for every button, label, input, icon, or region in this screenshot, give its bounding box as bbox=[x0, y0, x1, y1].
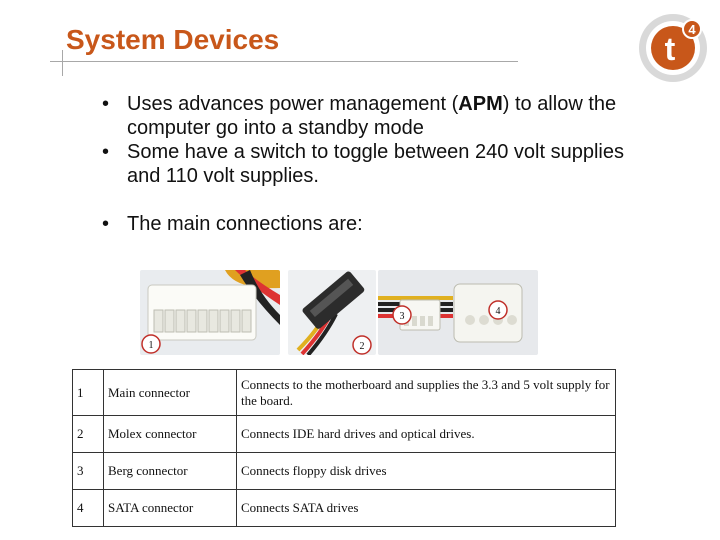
marker-1: 1 bbox=[149, 340, 154, 351]
sata-connector-photo: 2 bbox=[288, 270, 376, 355]
row-number: 1 bbox=[72, 369, 104, 416]
bullet-apm: •Uses advances power management (APM) to… bbox=[102, 93, 617, 139]
bullet-main-connections: •The main connections are: bbox=[102, 213, 363, 235]
marker-3: 3 bbox=[400, 311, 405, 322]
logo-letter: t bbox=[665, 31, 676, 67]
marker-2: 2 bbox=[360, 341, 365, 352]
row-number: 4 bbox=[72, 489, 104, 527]
title-underline bbox=[62, 61, 518, 62]
connector-name: Main connector bbox=[103, 369, 237, 416]
berg-molex-connector-photo: 3 4 bbox=[378, 270, 538, 355]
title-cross-vertical bbox=[62, 50, 63, 76]
connector-description: Connects floppy disk drives bbox=[236, 452, 616, 490]
connector-table: 1 Main connector Connects to the motherb… bbox=[72, 369, 616, 527]
connector-name: Molex connector bbox=[103, 415, 237, 453]
slide-title: System Devices bbox=[66, 24, 280, 55]
connector-description: Connects to the motherboard and supplies… bbox=[236, 369, 616, 416]
bullet-voltage-switch: •Some have a switch to toggle between 24… bbox=[102, 141, 624, 187]
connector-name: Berg connector bbox=[103, 452, 237, 490]
connector-description: Connects SATA drives bbox=[236, 489, 616, 527]
bullet-list: •Uses advances power management (APM) to… bbox=[100, 92, 660, 236]
title-cross-horizontal bbox=[50, 61, 64, 62]
connector-description: Connects IDE hard drives and optical dri… bbox=[236, 415, 616, 453]
table-row: 2 Molex connector Connects IDE hard driv… bbox=[72, 415, 616, 453]
row-number: 2 bbox=[72, 415, 104, 453]
main-connector-photo: 1 bbox=[140, 270, 280, 355]
connector-name: SATA connector bbox=[103, 489, 237, 527]
apm-abbrev: APM bbox=[458, 93, 503, 115]
table-row: 3 Berg connector Connects floppy disk dr… bbox=[72, 452, 616, 490]
row-number: 3 bbox=[72, 452, 104, 490]
t4-logo-icon: t 4 bbox=[639, 14, 707, 82]
marker-4: 4 bbox=[496, 306, 501, 317]
table-row: 4 SATA connector Connects SATA drives bbox=[72, 489, 616, 527]
table-row: 1 Main connector Connects to the motherb… bbox=[72, 369, 616, 416]
logo-superscript: 4 bbox=[688, 22, 696, 37]
